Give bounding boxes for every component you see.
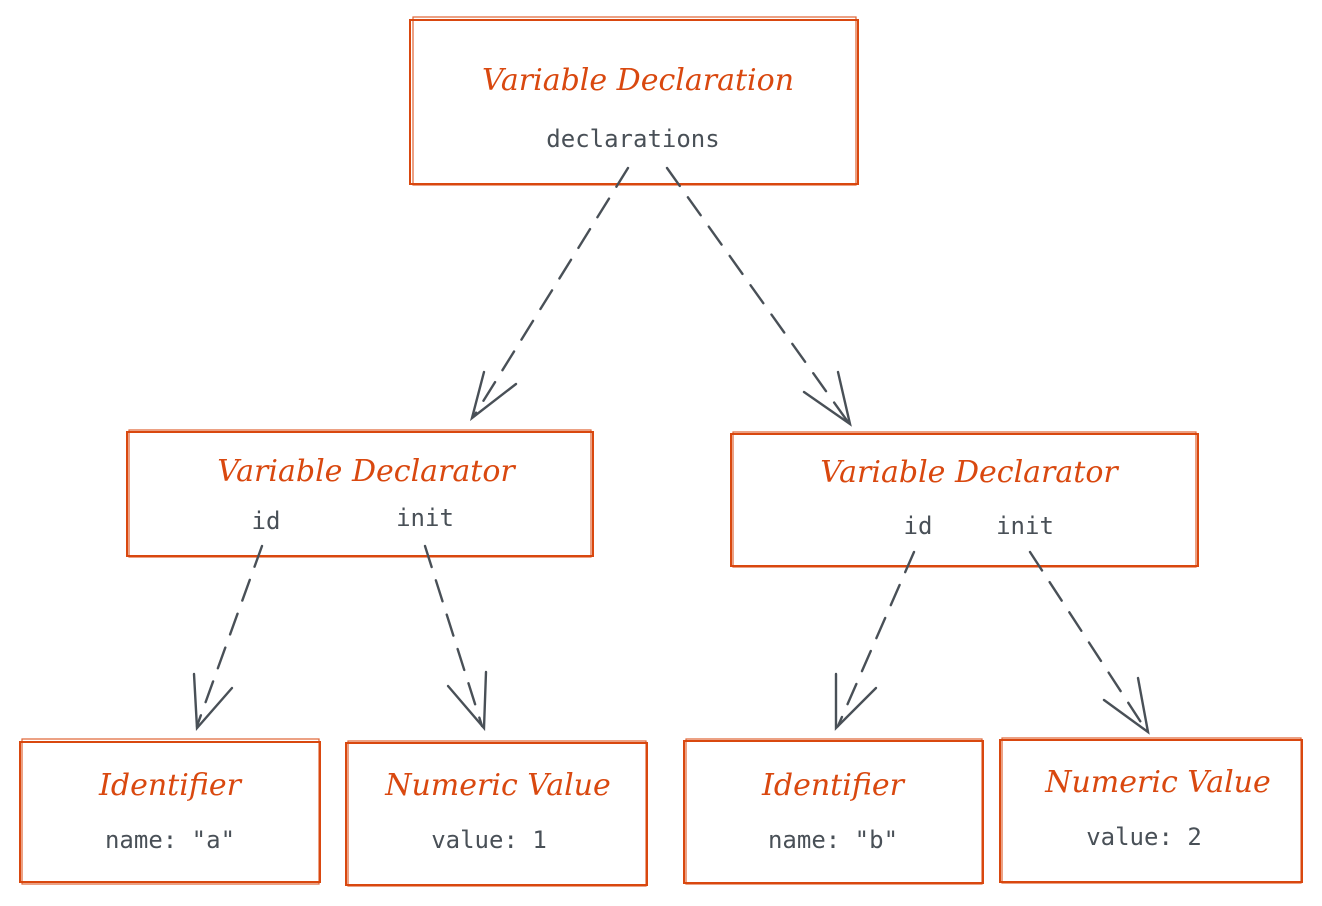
field-init: init [396,504,454,532]
node-box-sketch [732,431,1197,568]
node-box [999,739,1303,883]
node-title: Numeric Value [384,768,611,803]
node-title: Identifier [761,768,906,803]
node-identifier-b: Identifier name: "b" [683,738,984,885]
field-name: name: "a" [105,826,235,854]
arrow-line [195,544,264,728]
node-title: Numeric Value [1044,765,1271,800]
node-box-sketch [128,429,592,558]
node-box [730,433,1199,567]
node-box [126,431,594,557]
node-box [19,741,321,883]
node-box-sketch [685,738,983,885]
arrow-head [802,370,852,427]
arrow-line [836,550,916,728]
node-title: Variable Declarator [217,454,516,489]
node-title: Variable Declaration [482,63,794,98]
field-id: id [904,512,933,540]
node-box [345,742,648,886]
node-variable-declarator-b: Variable Declarator id init [730,431,1199,568]
field-name: name: "b" [768,826,898,854]
edge-declarations-to-declarator-b [665,166,852,427]
field-declarations: declarations [546,125,719,153]
field-value: value: 1 [431,826,547,854]
edge-init-to-numeric-value-2 [1028,550,1150,735]
node-box-sketch [1001,737,1302,884]
arrow-line [1028,550,1148,732]
edge-init-to-numeric-value-1 [423,544,488,732]
node-variable-declaration: Variable Declaration declarations [409,16,859,186]
edge-id-to-identifier-a [192,544,264,732]
node-title: Variable Declarator [820,455,1119,490]
arrow-head [834,672,878,731]
field-value: value: 2 [1086,823,1202,851]
node-box-sketch [412,16,857,186]
node-box [683,740,984,884]
node-numeric-value-2: Numeric Value value: 2 [999,737,1303,884]
arrow-head [1102,676,1150,735]
arrow-head [446,670,488,732]
arrow-head [192,672,234,732]
node-box-sketch [21,738,320,885]
node-box-sketch [347,740,647,887]
field-init: init [996,512,1054,540]
node-box [409,19,859,185]
arrow-head [469,370,518,422]
arrow-line [665,166,850,424]
edge-declarations-to-declarator-a [469,166,630,422]
edge-id-to-identifier-b [834,550,916,731]
arrow-line [423,544,484,728]
field-id: id [252,507,281,535]
node-variable-declarator-a: Variable Declarator id init [126,429,594,558]
arrow-line [472,166,630,418]
node-identifier-a: Identifier name: "a" [19,738,321,885]
node-title: Identifier [98,768,243,803]
node-numeric-value-1: Numeric Value value: 1 [345,740,648,887]
